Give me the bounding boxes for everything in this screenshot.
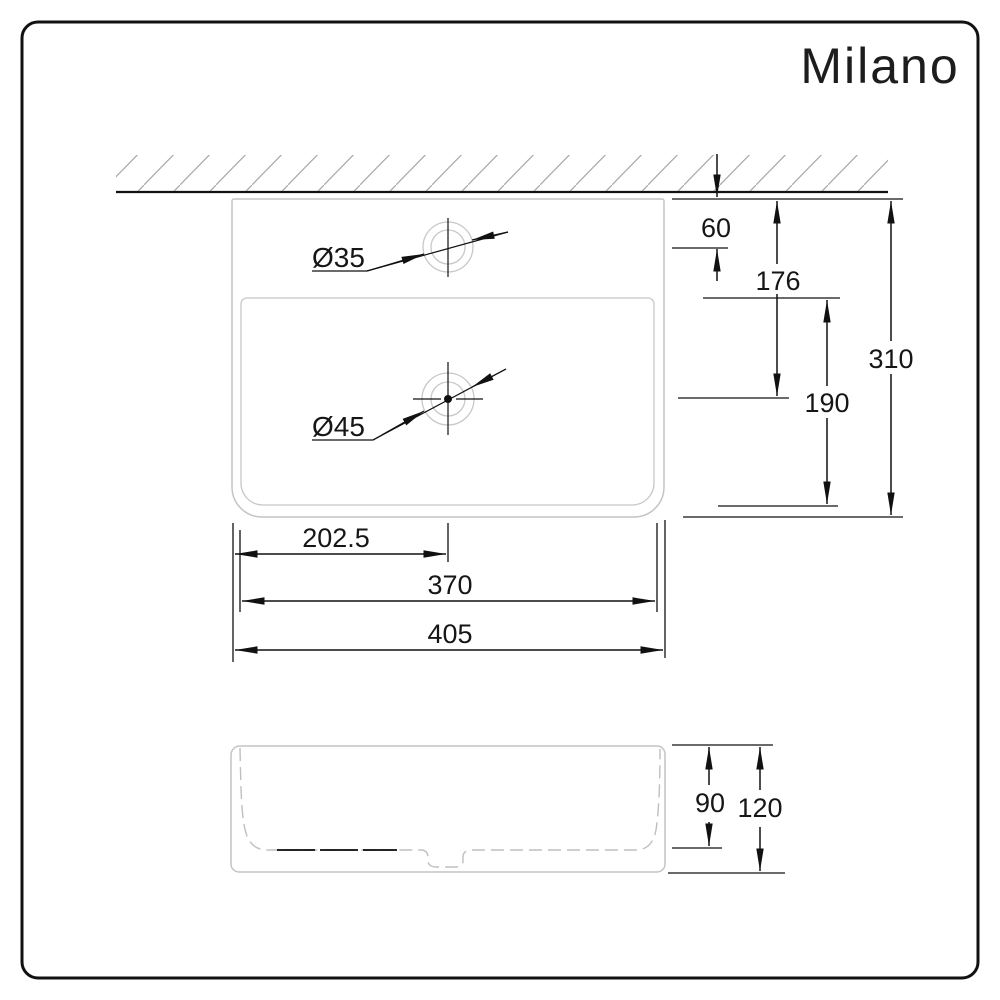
dim-370: 370 <box>242 570 655 605</box>
dim-60: 60 <box>701 154 731 281</box>
basin-outer-outline <box>231 198 665 518</box>
dim-90: 90 <box>695 747 725 846</box>
tap-hole-label: Ø35 <box>312 242 365 273</box>
waste-hole-arrow-right <box>471 368 507 388</box>
dim-190: 190 <box>804 300 850 504</box>
waste-hole-arrow-left <box>372 410 425 441</box>
basin-inner-outline <box>240 297 655 506</box>
dim-310: 310 <box>868 201 914 515</box>
dim-176: 176 <box>755 201 801 396</box>
waste-hole: Ø45 <box>312 362 507 442</box>
horizontal-dimensions: 202.5 370 405 <box>232 520 666 662</box>
dim-60-label: 60 <box>701 213 731 243</box>
dim-120: 120 <box>737 747 783 871</box>
wall <box>116 155 888 194</box>
side-inner-profile <box>239 747 661 868</box>
side-outer-outline <box>230 745 666 873</box>
page-border <box>20 20 980 980</box>
dim-90-label: 90 <box>695 788 725 818</box>
dim-202-5: 202.5 <box>235 523 446 558</box>
dim-202-5-label: 202.5 <box>302 523 370 553</box>
dim-405-label: 405 <box>427 619 472 649</box>
basin-top-view: Ø35 Ø45 <box>231 198 665 518</box>
tap-hole-arrow-left <box>366 253 425 272</box>
dim-405: 405 <box>235 619 663 654</box>
dim-370-label: 370 <box>427 570 472 600</box>
waste-hole-label: Ø45 <box>312 411 365 442</box>
basin-side-view: 90 120 <box>230 744 785 874</box>
dim-190-label: 190 <box>804 388 849 418</box>
brand-logo: Milano <box>800 38 959 94</box>
dim-310-label: 310 <box>868 344 913 374</box>
wall-hatch <box>116 155 888 192</box>
dim-176-label: 176 <box>755 266 800 296</box>
vertical-dimensions: 60 176 190 310 <box>672 154 914 518</box>
tap-hole-arrow-right <box>471 231 509 241</box>
dim-120-label: 120 <box>737 793 782 823</box>
tap-hole: Ø35 <box>312 218 509 277</box>
